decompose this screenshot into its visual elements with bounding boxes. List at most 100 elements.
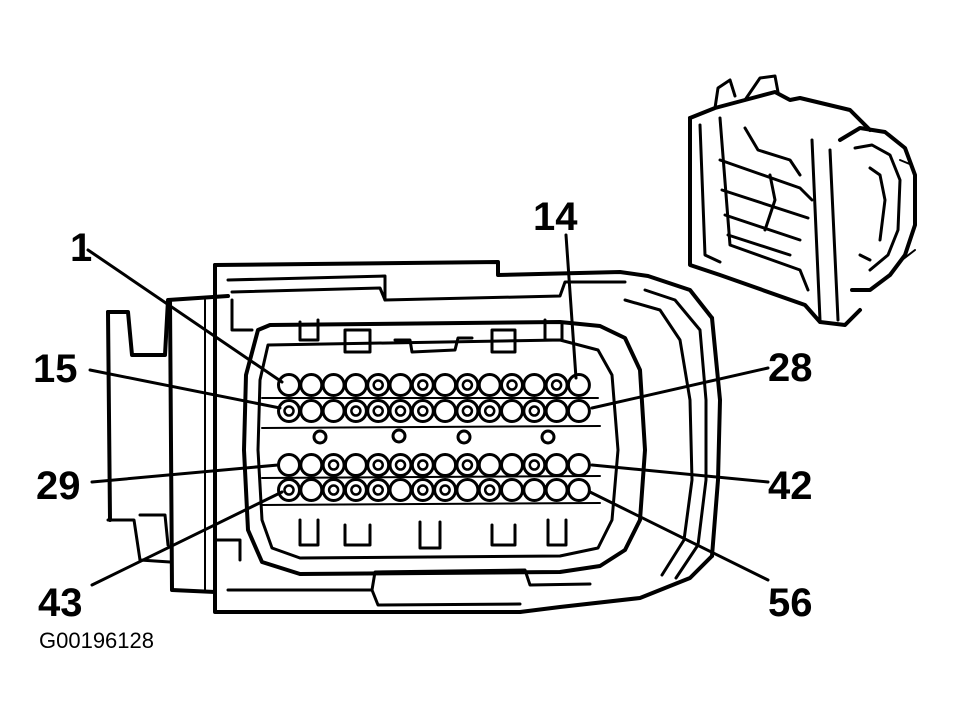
pin-cavity-54 [522, 478, 547, 502]
pin-label-29: 29 [36, 464, 81, 508]
pin-cavity-6 [388, 373, 413, 397]
pin-cavity-36 [433, 453, 458, 477]
pin-cavity-41 [544, 453, 569, 477]
pin-cavity-9 [455, 373, 480, 397]
pin-cavity-43 [277, 478, 301, 502]
pin-cavity-56 [566, 478, 591, 502]
pin-cavity-17 [321, 399, 346, 423]
pin-cavity-21 [410, 399, 435, 423]
pin-cavity-1 [277, 373, 301, 397]
pin-cavity-38 [477, 453, 502, 477]
pin-cavity-18 [343, 399, 368, 423]
pin-cavity-53 [500, 478, 524, 502]
leader-line-43 [90, 490, 284, 587]
pin-cavity-2 [299, 373, 324, 397]
pin-terminal-43 [283, 484, 295, 496]
pin-cavity-5 [366, 373, 391, 397]
pin-cavity-7 [410, 373, 435, 397]
pin-cavity-grid [277, 373, 591, 502]
pin-cavity-28 [566, 399, 591, 423]
leader-lines [86, 233, 770, 587]
pin-terminal-37 [461, 459, 474, 471]
pin-terminal-15 [283, 405, 295, 417]
polarization-hole [540, 429, 556, 445]
connector-body [106, 260, 722, 614]
pin-cavity-27 [544, 399, 569, 423]
pin-terminal-21 [417, 405, 429, 417]
pin-terminal-18 [350, 405, 362, 417]
pin-terminal-40 [528, 459, 541, 471]
pin-cavity-37 [455, 453, 480, 477]
pin-terminal-34 [394, 459, 407, 471]
pin-cavity-26 [522, 399, 547, 423]
leader-line-56 [588, 490, 770, 582]
pin-cavity-39 [500, 453, 524, 477]
polarization-hole [391, 428, 407, 444]
pin-terminal-13 [550, 379, 563, 391]
pin-cavity-16 [299, 399, 324, 423]
pin-terminal-50 [439, 484, 451, 496]
pin-cavity-40 [522, 453, 547, 477]
polarization-hole [312, 429, 328, 445]
pin-cavity-23 [455, 399, 480, 423]
pin-cavity-19 [366, 399, 391, 423]
pin-cavity-46 [343, 478, 368, 502]
pin-terminal-11 [506, 379, 518, 391]
pin-label-1: 1 [70, 226, 92, 270]
pin-cavity-3 [321, 373, 346, 397]
pin-cavity-12 [522, 373, 547, 397]
pin-terminal-47 [372, 484, 384, 496]
pin-cavity-50 [433, 478, 458, 502]
pin-terminal-23 [461, 405, 474, 417]
pin-terminal-35 [417, 459, 429, 471]
pin-label-15: 15 [33, 347, 78, 391]
pin-cavity-14 [566, 373, 591, 397]
pin-cavity-47 [366, 478, 391, 502]
pin-cavity-29 [277, 453, 301, 477]
pin-terminal-7 [417, 379, 429, 391]
pin-cavity-32 [343, 453, 368, 477]
pin-terminal-33 [372, 459, 384, 471]
pin-cavity-30 [299, 453, 324, 477]
pin-cavity-22 [433, 399, 458, 423]
pin-cavity-13 [544, 373, 569, 397]
figure-code: G00196128 [39, 628, 154, 653]
pin-terminal-45 [327, 484, 340, 496]
pin-label-43: 43 [38, 581, 83, 625]
connector-perspective-view [688, 74, 917, 327]
pin-cavity-35 [410, 453, 435, 477]
leader-line-28 [590, 366, 770, 410]
pin-terminal-52 [483, 484, 496, 496]
pin-cavity-24 [477, 399, 502, 423]
pin-label-14: 14 [533, 195, 578, 239]
pin-cavity-34 [388, 453, 413, 477]
pin-cavity-8 [433, 373, 458, 397]
pin-terminal-24 [483, 405, 496, 417]
pin-terminal-46 [350, 484, 362, 496]
pin-cavity-4 [343, 373, 368, 397]
polarization-hole [456, 429, 472, 445]
pin-terminal-49 [417, 484, 429, 496]
pin-cavity-55 [544, 478, 569, 502]
leader-line-14 [564, 233, 578, 380]
pin-terminal-31 [327, 459, 340, 471]
pin-label-42: 42 [768, 464, 813, 508]
pin-cavity-31 [321, 453, 346, 477]
pin-terminal-26 [528, 405, 541, 417]
pin-label-28: 28 [768, 346, 813, 390]
pin-terminal-19 [372, 405, 384, 417]
leader-line-29 [90, 463, 280, 484]
pin-cavity-33 [366, 453, 391, 477]
pin-terminal-20 [394, 405, 407, 417]
leader-line-42 [590, 463, 770, 484]
pin-cavity-48 [388, 478, 413, 502]
polarization-holes [312, 428, 556, 445]
pin-cavity-51 [455, 478, 480, 502]
pin-terminal-5 [372, 379, 384, 391]
pin-cavity-15 [277, 399, 301, 423]
pin-cavity-10 [477, 373, 502, 397]
pin-cavity-11 [500, 373, 524, 397]
pin-cavity-20 [388, 399, 413, 423]
pin-cavity-45 [321, 478, 346, 502]
